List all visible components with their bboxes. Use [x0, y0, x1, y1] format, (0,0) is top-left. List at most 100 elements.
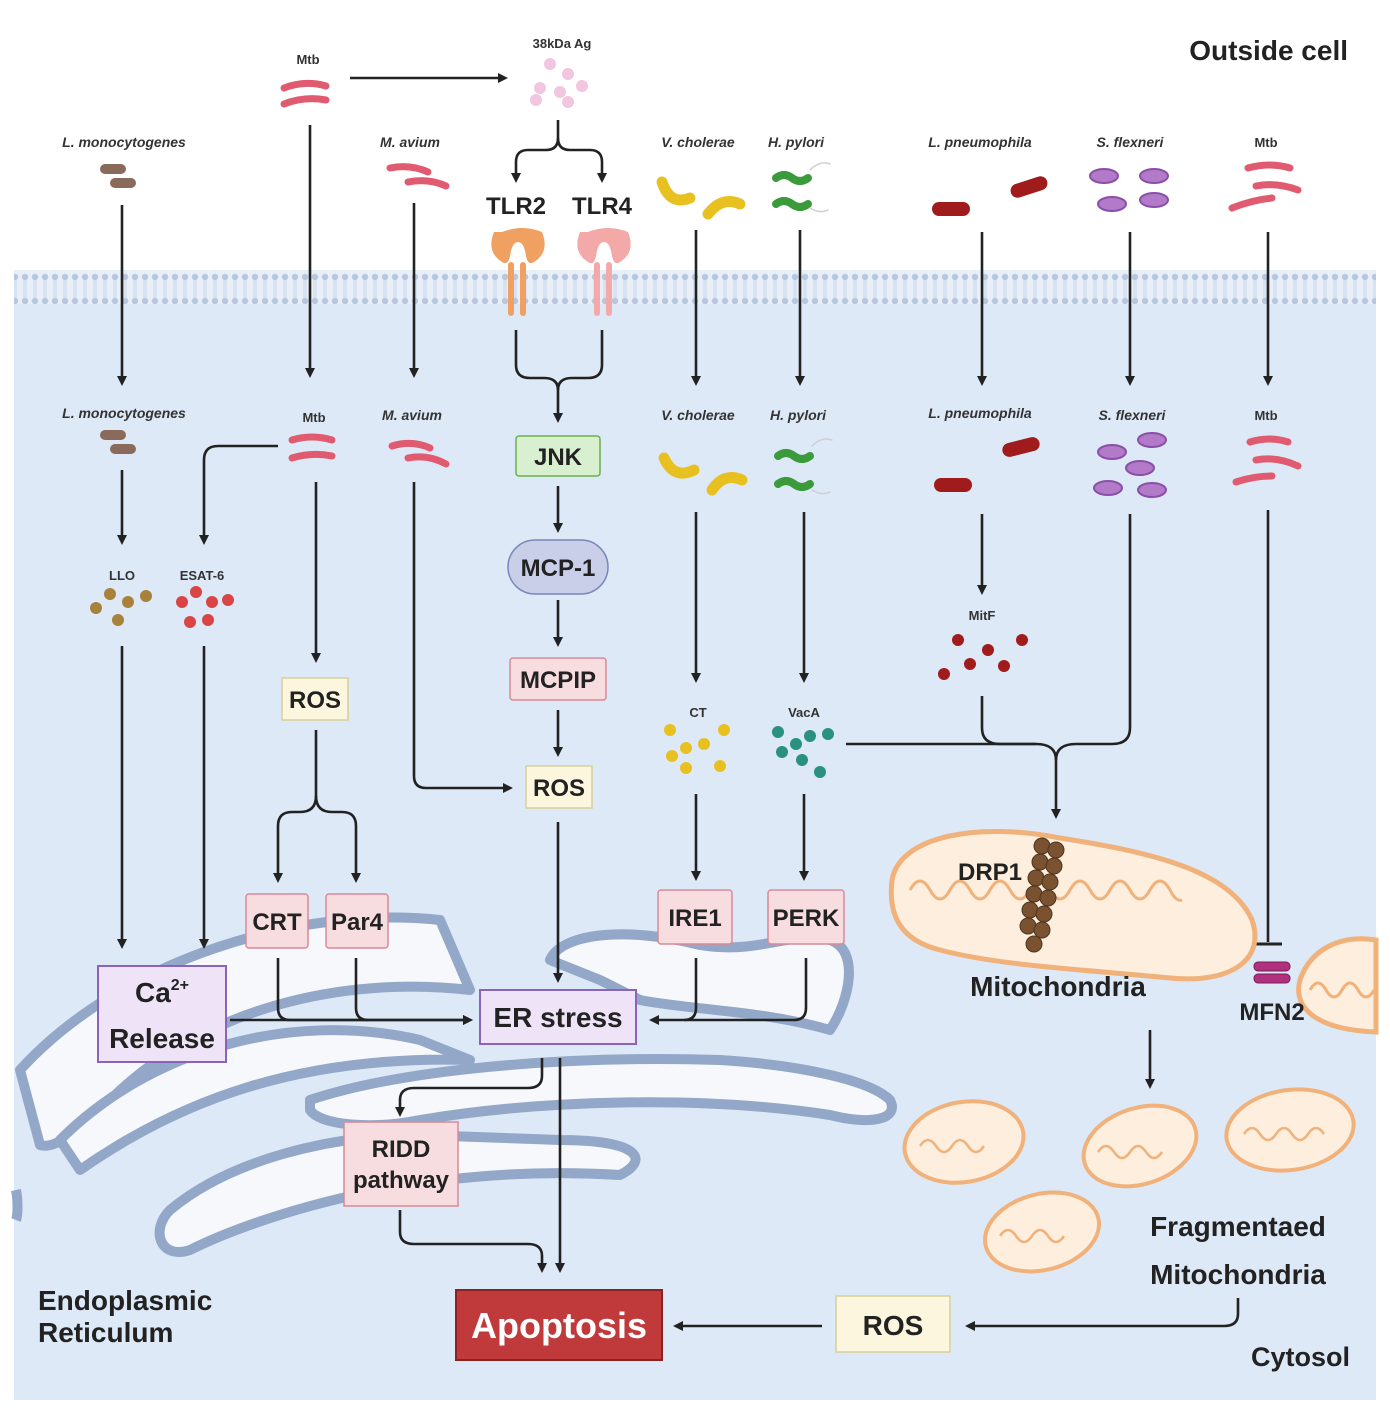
l-monocytogenes-inside-label: L. monocytogenes — [62, 405, 186, 421]
arrow-ros-split-right — [314, 795, 361, 883]
v-cholerae-inside-label: V. cholerae — [661, 407, 735, 423]
ros-left-box: ROS — [281, 677, 349, 721]
arrow-fragmented-to-ros — [965, 1298, 1240, 1331]
endoplasmic-reticulum — [11, 912, 897, 1257]
outside-cell-label: Outside cell — [1189, 35, 1348, 66]
mtb-inside-label: Mtb — [302, 410, 325, 425]
ire1-box: IRE1 — [657, 889, 733, 945]
l-pneumophila-inside-label: L. pneumophila — [928, 405, 1032, 421]
m-avium-inside-label: M. avium — [382, 407, 442, 423]
mtb-right-outside-icon — [1228, 161, 1302, 212]
arrow-ros-split — [273, 730, 318, 883]
svg-text:Apoptosis: Apoptosis — [471, 1305, 647, 1346]
svg-text:Ca2+: Ca2+ — [135, 977, 189, 1008]
drp1-label: DRP1 — [958, 859, 1022, 886]
arrow-ridd-to-apoptosis — [398, 1210, 547, 1273]
fragmented-label-line2: Mitochondria — [1150, 1259, 1326, 1290]
er-stress-box: ER stress — [479, 989, 637, 1045]
perk-box: PERK — [767, 889, 845, 945]
svg-text:MCP-1: MCP-1 — [521, 555, 596, 582]
arrow-antigen-split — [511, 120, 560, 183]
tlr2-label: TLR2 — [486, 193, 546, 220]
esat6-particles-icon — [176, 586, 234, 628]
mtb-top-bacteria-icon — [280, 79, 330, 108]
tlr4-label: TLR4 — [572, 193, 633, 220]
apoptosis-box: Apoptosis — [455, 1289, 663, 1361]
s-flexneri-outside-label: S. flexneri — [1097, 134, 1165, 150]
v-cholerae-inside-icon — [658, 452, 748, 496]
antigen-particles-icon — [530, 58, 588, 108]
mitochondria-label: Mitochondria — [970, 971, 1146, 1002]
mfn2-label: MFN2 — [1239, 999, 1304, 1026]
m-avium-inside-icon — [388, 439, 450, 468]
svg-text:ROS: ROS — [289, 687, 341, 714]
s-flexneri-inside-label: S. flexneri — [1099, 407, 1167, 423]
tlr4-receptor-icon — [577, 228, 631, 316]
l-pneumophila-outside-label: L. pneumophila — [928, 134, 1032, 150]
svg-text:CRT: CRT — [252, 909, 302, 936]
fragmented-mitochondria-icon — [902, 1087, 1356, 1274]
svg-text:PERK: PERK — [773, 905, 840, 932]
er-label-line1: Endoplasmic — [38, 1285, 212, 1316]
ros-bottom-box: ROS — [835, 1295, 951, 1353]
v-cholerae-outside-label: V. cholerae — [661, 134, 735, 150]
ridd-line1: RIDD — [372, 1136, 431, 1163]
arrow-tlr4-merge — [556, 330, 604, 391]
ca-release-box: Ca2+ Release — [97, 965, 227, 1063]
fragmented-label-line1: Fragmentaed — [1150, 1211, 1326, 1242]
par4-box: Par4 — [325, 893, 389, 949]
h-pylori-inside-icon — [774, 438, 833, 495]
ros-center-box: ROS — [525, 765, 593, 809]
m-avium-outside-label: M. avium — [380, 134, 440, 150]
svg-text:Par4: Par4 — [331, 909, 384, 936]
svg-text:ER stress: ER stress — [493, 1002, 622, 1033]
mtb-inside-icon — [288, 433, 336, 462]
arrow-perk-to-erstress — [684, 958, 808, 1022]
s-flexneri-outside-icon — [1089, 168, 1169, 212]
mcp1-box: MCP-1 — [507, 539, 609, 595]
svg-text:MCPIP: MCPIP — [520, 667, 596, 694]
mitf-particles-icon — [938, 634, 1028, 680]
svg-text:ROS: ROS — [863, 1310, 924, 1341]
l-monocytogenes-outside-label: L. monocytogenes — [62, 134, 186, 150]
llo-particles-icon — [90, 588, 152, 626]
cytosol-label: Cytosol — [1251, 1342, 1350, 1372]
er-label-line2: Reticulum — [38, 1317, 173, 1348]
l-monocytogenes-inside-icon — [100, 430, 136, 454]
ca-charge: 2+ — [171, 977, 189, 994]
h-pylori-inside-label: H. pylori — [770, 407, 827, 423]
ct-particles-icon — [664, 724, 730, 774]
l-pneumophila-outside-icon — [932, 176, 1048, 216]
ct-label: CT — [689, 705, 706, 720]
mtb-right-inside-label: Mtb — [1254, 408, 1277, 423]
svg-text:JNK: JNK — [534, 444, 583, 471]
ridd-pathway-box: RIDD pathway — [343, 1121, 459, 1207]
mcpip-box: MCPIP — [509, 657, 607, 701]
arrow-mtb-to-esat6 — [199, 444, 278, 545]
mitochondrion-right-partial — [1296, 936, 1379, 1035]
l-pneumophila-inside-icon — [934, 437, 1040, 492]
s-flexneri-inside-icon — [1093, 432, 1167, 498]
mitf-label: MitF — [969, 608, 996, 623]
mtb-right-inside-icon — [1232, 435, 1302, 486]
arrow-sflexneri-merge — [1054, 514, 1132, 761]
l-monocytogenes-outside-icon — [100, 164, 136, 188]
h-pylori-outside-label: H. pylori — [768, 134, 825, 150]
arrow-tlr-merge — [514, 330, 563, 423]
arrow-mitf-merge — [980, 696, 1036, 746]
crt-box: CRT — [245, 893, 309, 949]
arrow-erstress-to-ridd — [395, 1058, 544, 1117]
m-avium-outside-icon — [386, 163, 450, 190]
tlr2-receptor-icon — [491, 228, 545, 316]
svg-text:IRE1: IRE1 — [668, 905, 721, 932]
v-cholerae-outside-icon — [656, 176, 746, 220]
mtb-top-label: Mtb — [296, 52, 319, 67]
vaca-label: VacA — [788, 705, 820, 720]
vaca-particles-icon — [772, 726, 834, 778]
arrow-antigen-split-right — [556, 137, 607, 183]
mfn2-icon — [1253, 961, 1291, 984]
mitochondrion-main — [888, 828, 1258, 982]
llo-label: LLO — [109, 568, 135, 583]
jnk-box: JNK — [515, 435, 601, 477]
